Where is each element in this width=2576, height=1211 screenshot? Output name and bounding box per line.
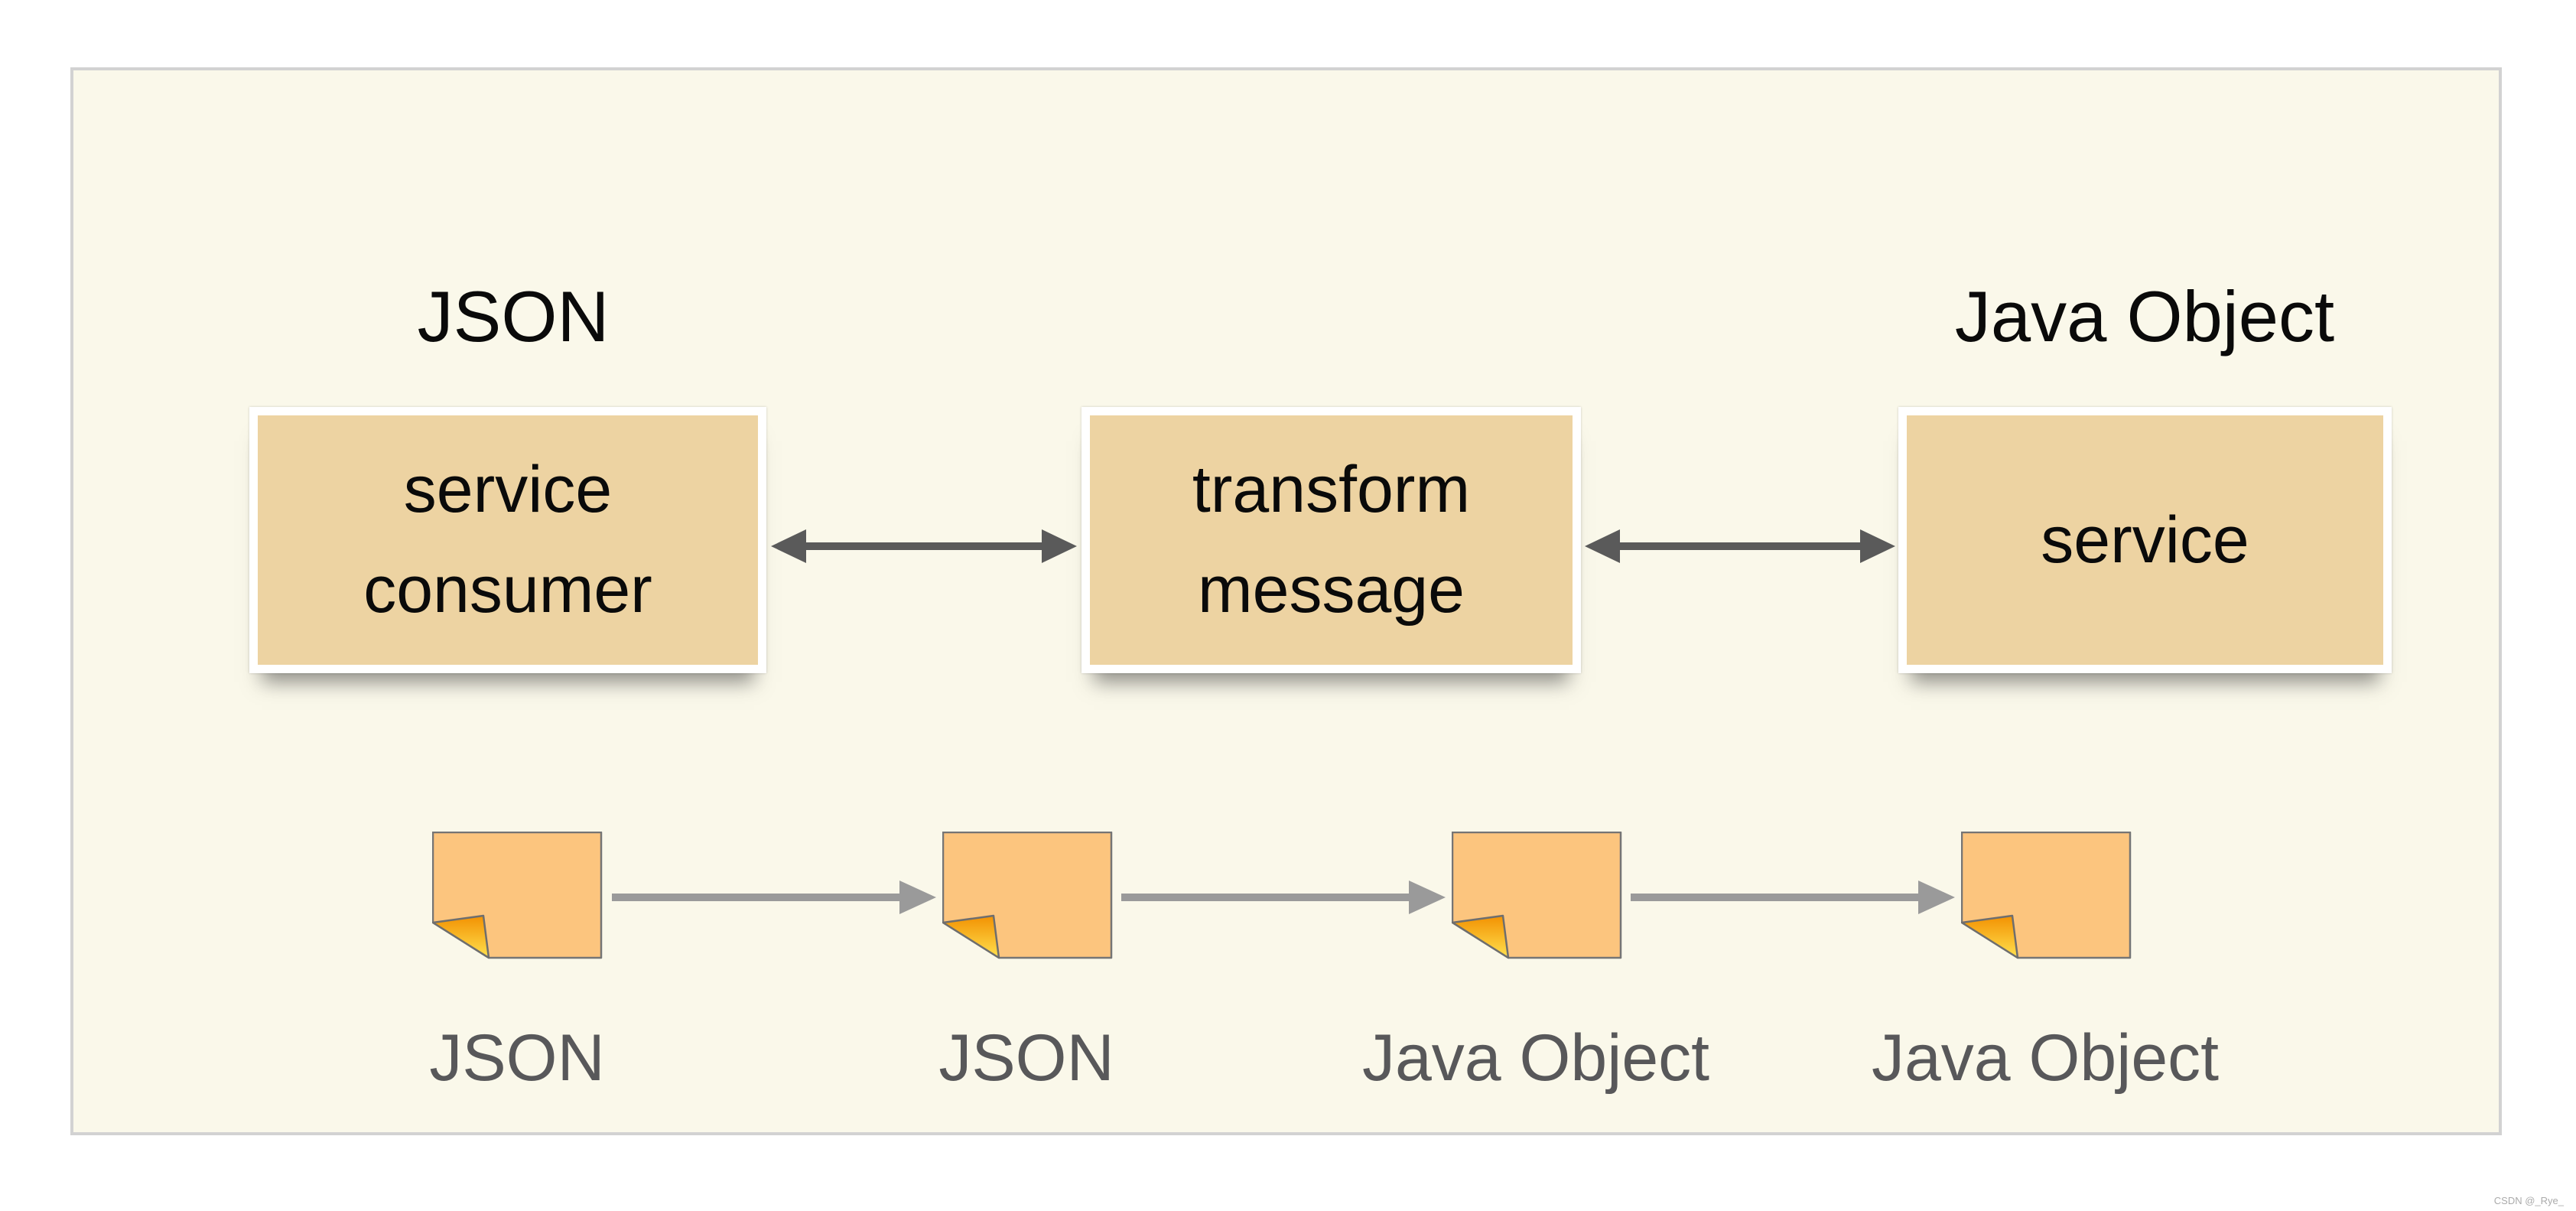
note-fold (1452, 914, 1510, 959)
arrow-right-icon (1631, 881, 1955, 914)
note-fold (1961, 914, 2019, 959)
service-consumer-box-label: service consumer (258, 415, 758, 665)
service-box-label: service (1907, 415, 2383, 665)
arrow-shaft (612, 894, 906, 901)
arrow-right-icon (1121, 881, 1446, 914)
arrowhead-right-icon (1042, 529, 1077, 563)
sticky-note-icon (1452, 832, 1622, 959)
watermark-text: CSDN @_Rye_ (2493, 1195, 2564, 1206)
arrowhead-right-icon (899, 881, 936, 914)
service-consumer-box: service consumer (249, 407, 766, 673)
diagram-panel: JSON Java Object service consumer transf… (70, 67, 2502, 1135)
arrowhead-right-icon (1409, 881, 1446, 914)
double-arrow-icon (771, 529, 1077, 563)
transform-message-box: transform message (1081, 407, 1581, 673)
double-arrow-icon (1585, 529, 1895, 563)
sticky-note-icon (942, 832, 1113, 959)
note-caption: Java Object (1361, 1021, 1710, 1095)
arrow-shaft (1121, 894, 1415, 901)
note-fold (432, 914, 490, 959)
arrow-right-icon (612, 881, 936, 914)
note-caption: JSON (429, 1021, 605, 1095)
transform-message-box-label: transform message (1090, 415, 1573, 665)
arrow-shaft (798, 542, 1049, 550)
service-box: service (1898, 407, 2392, 673)
arrow-shaft (1612, 542, 1868, 550)
note-fold (942, 914, 1000, 959)
java-object-format-heading: Java Object (1954, 276, 2335, 356)
note-caption: JSON (938, 1021, 1114, 1095)
json-format-heading: JSON (417, 276, 610, 356)
sticky-note-icon (432, 832, 603, 959)
arrowhead-right-icon (1918, 881, 1955, 914)
note-caption: Java Object (1871, 1021, 2220, 1095)
sticky-note-icon (1961, 832, 2132, 959)
arrow-shaft (1631, 894, 1924, 901)
arrowhead-right-icon (1860, 529, 1895, 563)
